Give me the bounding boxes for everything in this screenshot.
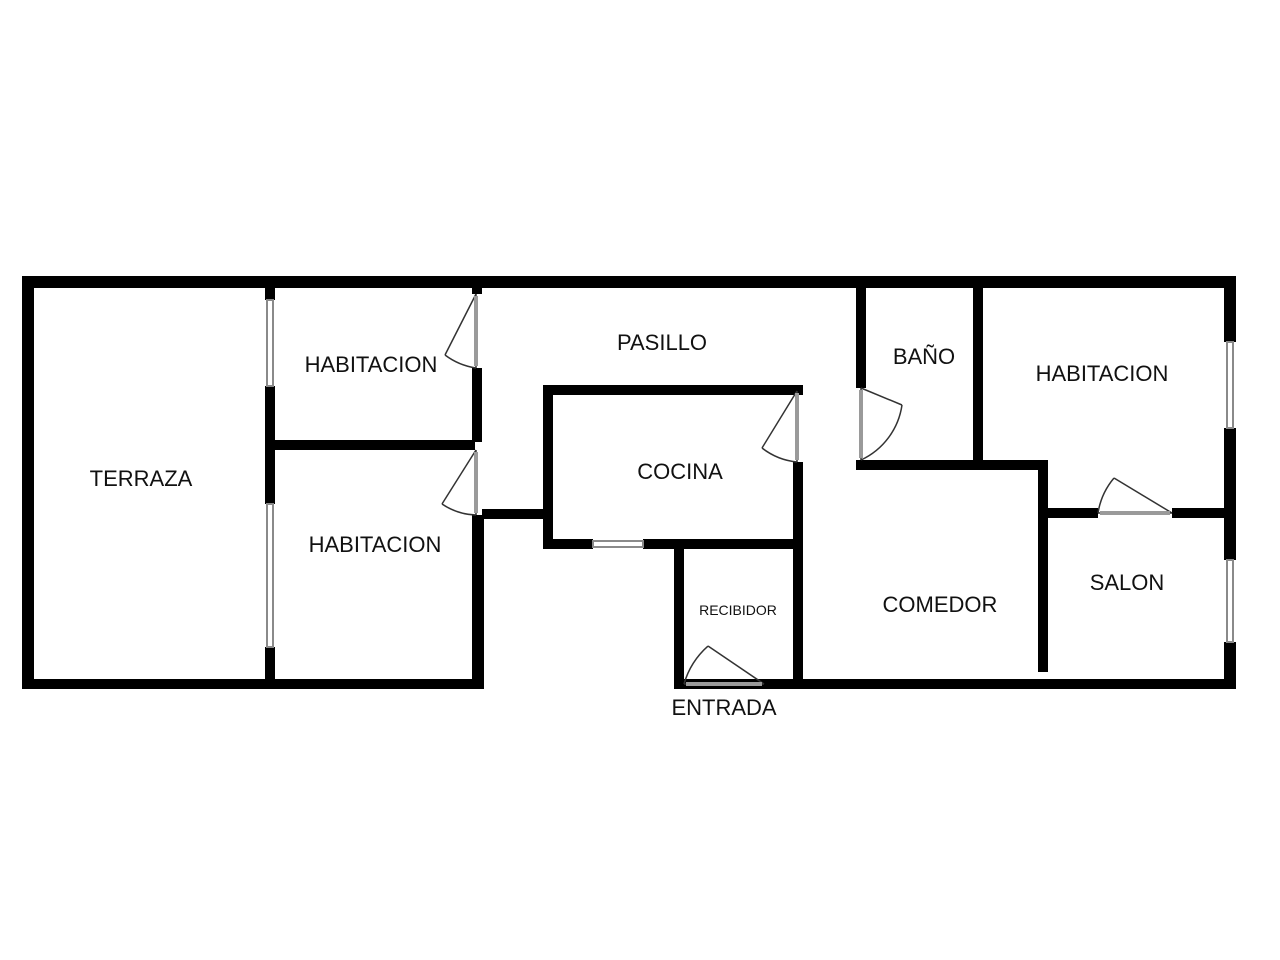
window-terraza-top	[266, 299, 274, 387]
room-habitacion-top-left: HABITACION	[305, 352, 438, 377]
room-terraza: TERRAZA	[90, 466, 193, 491]
room-cocina: COCINA	[637, 459, 723, 484]
windows	[266, 299, 1234, 648]
door-entrada	[683, 645, 765, 685]
room-labels: TERRAZA HABITACION HABITACION PASILLO CO…	[90, 330, 1169, 720]
door-bano	[860, 387, 903, 461]
window-cocina	[592, 540, 644, 548]
window-salon	[1226, 559, 1234, 643]
room-recibidor: RECIBIDOR	[699, 602, 777, 618]
doors	[441, 293, 1173, 686]
room-comedor: COMEDOR	[883, 592, 998, 617]
room-habitacion-right: HABITACION	[1036, 361, 1169, 386]
room-bano: BAÑO	[893, 344, 955, 369]
room-pasillo: PASILLO	[617, 330, 707, 355]
room-habitacion-bottom-left: HABITACION	[309, 532, 442, 557]
door-habitacion-right	[1097, 477, 1173, 514]
room-salon: SALON	[1090, 570, 1165, 595]
walls	[22, 276, 1236, 689]
door-habitacion-top-left	[444, 293, 477, 369]
window-habitacion-right	[1226, 341, 1234, 429]
door-habitacion-bottom-left	[441, 449, 477, 516]
door-cocina	[761, 390, 798, 463]
entrance-label: ENTRADA	[671, 695, 776, 720]
window-terraza-bottom	[266, 503, 274, 648]
